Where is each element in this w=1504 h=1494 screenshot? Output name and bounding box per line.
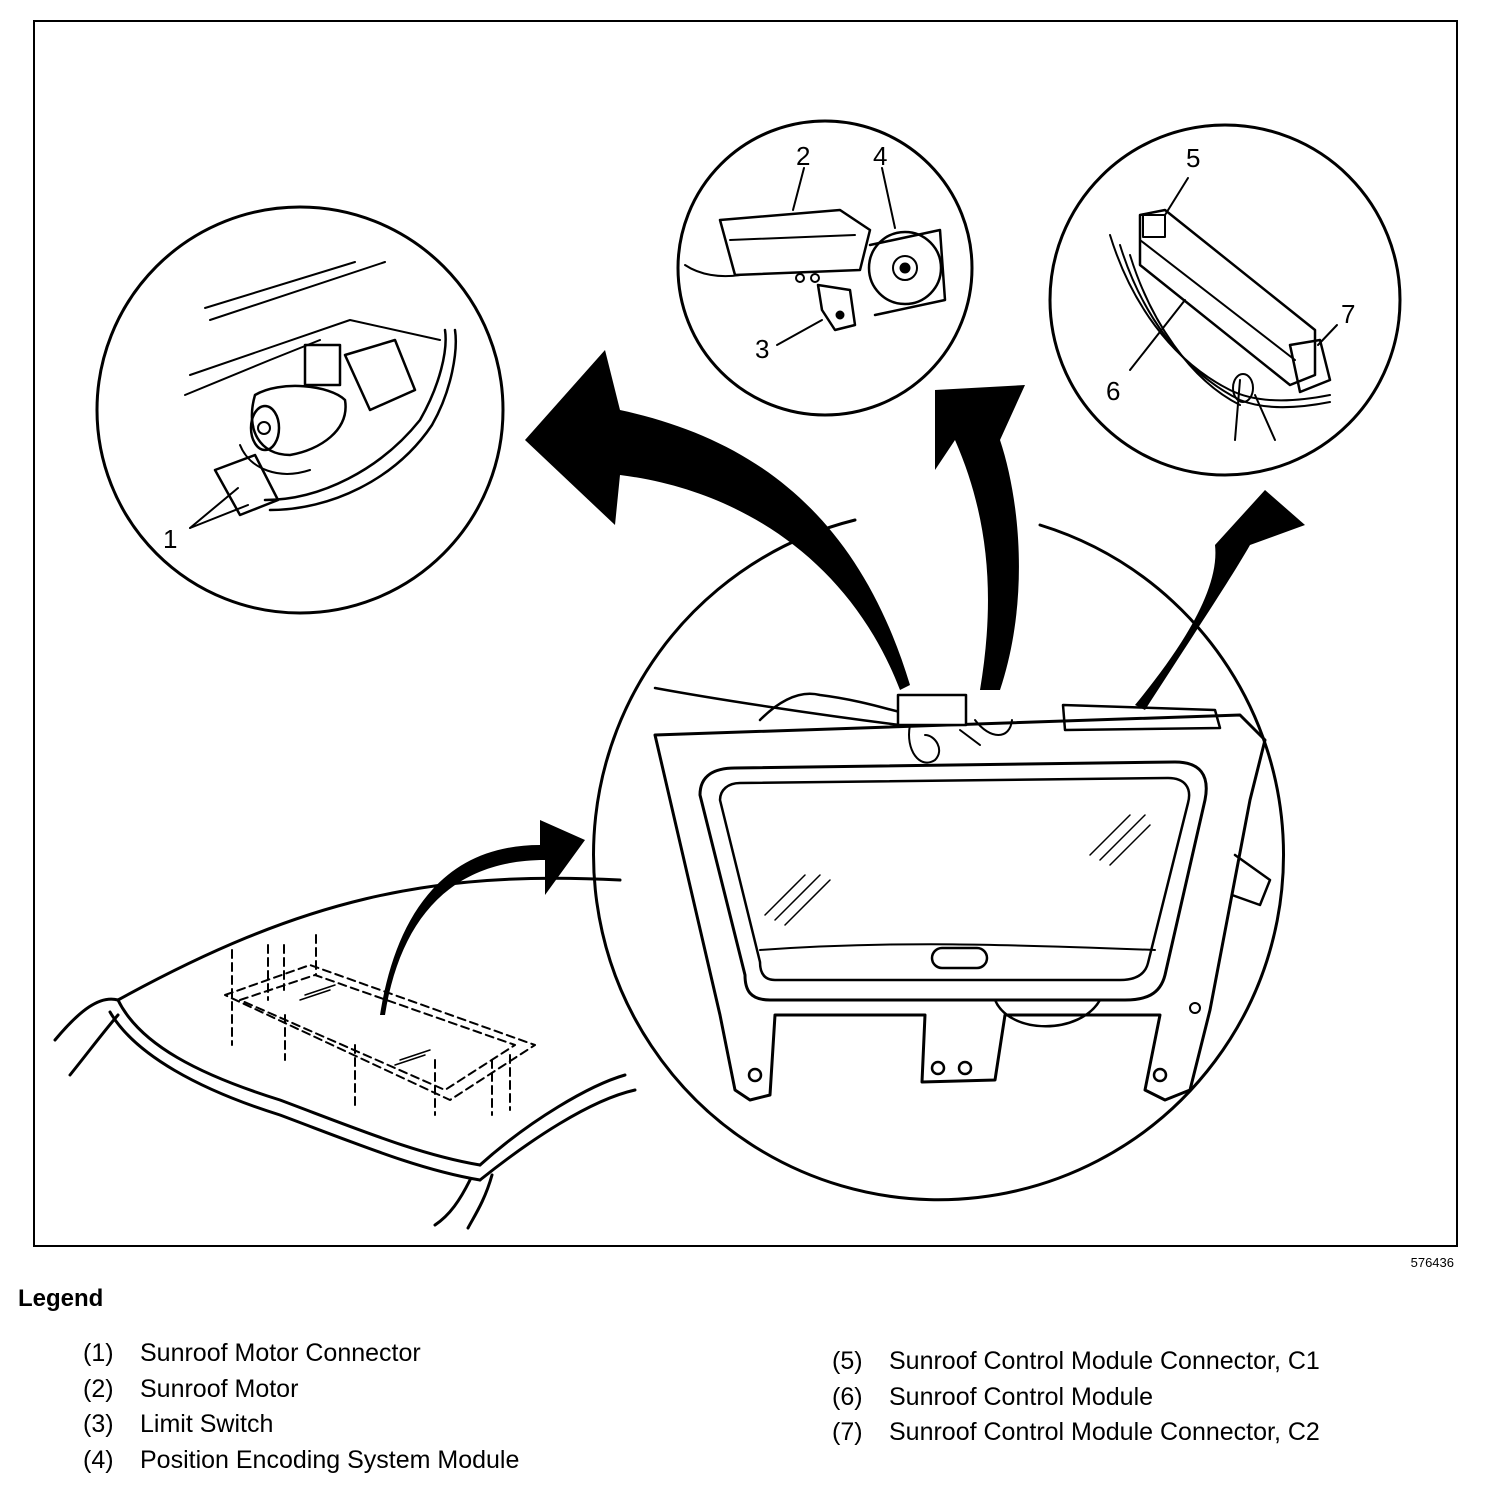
callout-3: 3: [755, 334, 769, 364]
legend-label: Sunroof Control Module Connector, C1: [889, 1347, 1320, 1375]
detail-circle-sunroof-assembly: [592, 518, 1285, 1202]
figure-id: 576436: [1410, 1255, 1454, 1270]
callout-4: 4: [873, 141, 887, 171]
legend-number: (7): [832, 1418, 863, 1446]
legend-number: (1): [83, 1339, 114, 1367]
legend-label: Sunroof Control Module: [889, 1382, 1154, 1411]
legend-number: (6): [832, 1382, 863, 1411]
legend-item: (3) Limit Switch: [83, 1407, 519, 1443]
legend-label: Sunroof Control Module Connector, C2: [889, 1418, 1320, 1446]
callout-7: 7: [1341, 299, 1355, 329]
detail-circle-motor-assembly: [676, 119, 974, 417]
legend-title: Legend: [18, 1285, 104, 1312]
legend-number: (2): [83, 1374, 114, 1403]
legend-item: (1) Sunroof Motor Connector: [83, 1336, 519, 1372]
detail-circle-control-module: [1048, 123, 1402, 477]
callout-1: 1: [163, 524, 177, 554]
legend-label: Sunroof Motor: [140, 1374, 299, 1403]
arrows: [380, 350, 1305, 1015]
callout-2: 2: [796, 141, 810, 171]
legend-item: (6) Sunroof Control Module: [832, 1380, 1320, 1416]
figure-frame: [33, 20, 1458, 1247]
vehicle-roof-illustration: [53, 876, 637, 1230]
legend-item: (5) Sunroof Control Module Connector, C1: [832, 1344, 1320, 1380]
legend-number: (5): [832, 1347, 863, 1375]
legend-label: Sunroof Motor Connector: [140, 1339, 421, 1367]
detail-circle-motor-connector: [95, 205, 505, 615]
legend-left-column: (1) Sunroof Motor Connector (2) Sunroof …: [83, 1336, 519, 1478]
legend-item: (7) Sunroof Control Module Connector, C2: [832, 1415, 1320, 1451]
legend-number: (3): [83, 1410, 114, 1438]
legend-right-column: (5) Sunroof Control Module Connector, C1…: [832, 1344, 1320, 1451]
legend-item: (2) Sunroof Motor: [83, 1372, 519, 1408]
callout-6: 6: [1106, 376, 1120, 406]
callout-labels: 1 2 3 4 5 6 7: [163, 141, 1355, 554]
legend-item: (4) Position Encoding System Module: [83, 1443, 519, 1479]
legend-label: Position Encoding System Module: [140, 1445, 520, 1474]
callout-5: 5: [1186, 143, 1200, 173]
legend-label: Limit Switch: [140, 1410, 274, 1438]
legend-number: (4): [83, 1445, 114, 1474]
